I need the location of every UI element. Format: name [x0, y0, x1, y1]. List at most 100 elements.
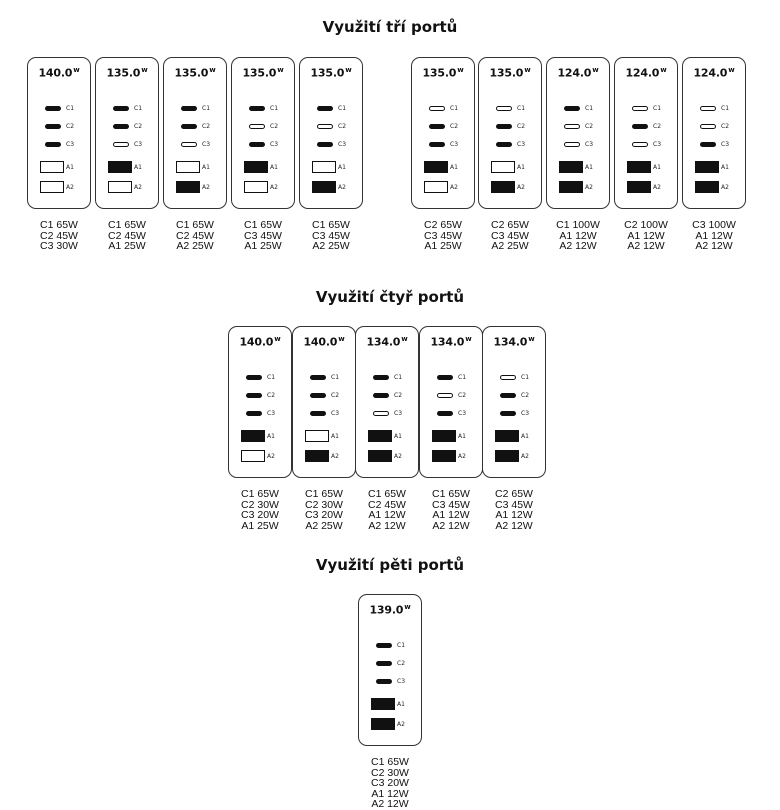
usb-a-port-idle-icon	[40, 181, 64, 193]
usb-c-port: C1	[229, 373, 291, 383]
allocation-line: C2 65W	[491, 219, 529, 231]
usb-a-port-active-icon	[495, 450, 519, 462]
port-label: A1	[134, 164, 142, 171]
usb-c-port-active-icon	[500, 393, 516, 398]
total-power-value: 124.0	[557, 66, 592, 80]
power-unit: w	[401, 335, 408, 343]
power-unit: w	[338, 335, 345, 343]
allocation-line: C1 65W	[368, 488, 406, 500]
port-label: C2	[331, 392, 340, 399]
allocation-line: C2 30W	[241, 498, 279, 511]
port-label: C2	[202, 123, 211, 130]
allocation-line: A1 12W	[695, 229, 733, 242]
usb-c-port-idle-icon	[373, 411, 389, 416]
port-label: A1	[270, 164, 278, 171]
port-label: C3	[653, 141, 662, 148]
usb-c-port: C2	[547, 122, 609, 132]
total-power-readout: 135.0w	[300, 66, 362, 80]
usb-c-port-idle-icon	[632, 142, 648, 147]
allocation-line: A2 12W	[368, 519, 406, 532]
usb-a-port-active-icon	[241, 430, 265, 442]
port-label: A1	[517, 164, 525, 171]
allocation-line: A1 25W	[108, 240, 146, 252]
usb-c-port-idle-icon	[249, 124, 265, 129]
usb-c-port: C2	[356, 391, 418, 401]
usb-a-port-active-icon	[176, 181, 200, 193]
power-unit: w	[404, 603, 411, 611]
port-label: C2	[270, 123, 279, 130]
port-label: A2	[270, 184, 278, 191]
usb-c-port-active-icon	[500, 411, 516, 416]
usb-c-port-active-icon	[376, 679, 392, 684]
usb-c-port-active-icon	[429, 142, 445, 147]
total-power-readout: 135.0w	[164, 66, 226, 80]
usb-c-port-idle-icon	[181, 142, 197, 147]
port-label: A2	[458, 453, 466, 460]
port-label: A2	[517, 184, 525, 191]
allocation-line: C2 30W	[305, 498, 343, 511]
section-title-four-ports: Využití čtyř portů	[315, 288, 465, 306]
allocation-line: A2 25W	[312, 240, 350, 252]
port-label: C3	[202, 141, 211, 148]
port-label: C3	[517, 141, 526, 148]
allocation-line: C3 45W	[312, 229, 350, 242]
port-label: C1	[521, 374, 530, 381]
usb-a-port-active-icon	[495, 430, 519, 442]
total-power-value: 124.0	[625, 66, 660, 80]
usb-a-port-active-icon	[695, 181, 719, 193]
port-label: A2	[202, 184, 210, 191]
port-label: C2	[521, 392, 530, 399]
usb-c-port: C2	[483, 391, 545, 401]
allocation-line: C1 65W	[305, 488, 343, 500]
total-power-value: 135.0	[174, 66, 209, 80]
port-label: C2	[721, 123, 730, 130]
port-label: C3	[66, 141, 75, 148]
port-label: C1	[450, 105, 459, 112]
usb-c-port: C1	[164, 104, 226, 114]
allocation-line: A2 12W	[627, 240, 665, 252]
total-power-readout: 124.0w	[683, 66, 745, 80]
allocation-line: A2 12W	[432, 519, 470, 532]
usb-c-port: C2	[300, 122, 362, 132]
port-label: C2	[267, 392, 276, 399]
power-unit: w	[528, 335, 535, 343]
port-label: C3	[134, 141, 143, 148]
usb-c-port-active-icon	[310, 411, 326, 416]
allocation-line: A2 25W	[305, 519, 343, 532]
usb-c-port-idle-icon	[632, 106, 648, 111]
port-label: A1	[267, 433, 275, 440]
port-label: A1	[202, 164, 210, 171]
usb-c-port: C3	[420, 409, 482, 419]
usb-c-port: C2	[164, 122, 226, 132]
usb-c-port: C2	[293, 391, 355, 401]
port-label: A2	[134, 184, 142, 191]
usb-c-port: C3	[300, 140, 362, 150]
usb-c-port-active-icon	[113, 124, 129, 129]
port-label: A2	[267, 453, 275, 460]
usb-c-port-idle-icon	[700, 124, 716, 129]
usb-a-port-idle-icon	[108, 181, 132, 193]
usb-a-port-active-icon	[244, 161, 268, 173]
port-label: C2	[450, 123, 459, 130]
port-label: C1	[270, 105, 279, 112]
usb-a-port-idle-icon	[244, 181, 268, 193]
allocation-line: A2 12W	[371, 798, 409, 810]
port-label: C3	[394, 410, 403, 417]
usb-a-port-active-icon	[627, 161, 651, 173]
allocation-line: A1 12W	[559, 229, 597, 242]
power-unit: w	[141, 66, 148, 74]
port-label: C2	[134, 123, 143, 130]
port-label: A2	[394, 453, 402, 460]
usb-c-port-idle-icon	[700, 106, 716, 111]
usb-c-port-active-icon	[317, 106, 333, 111]
usb-a-port-active-icon	[432, 430, 456, 442]
usb-c-port: C3	[683, 140, 745, 150]
